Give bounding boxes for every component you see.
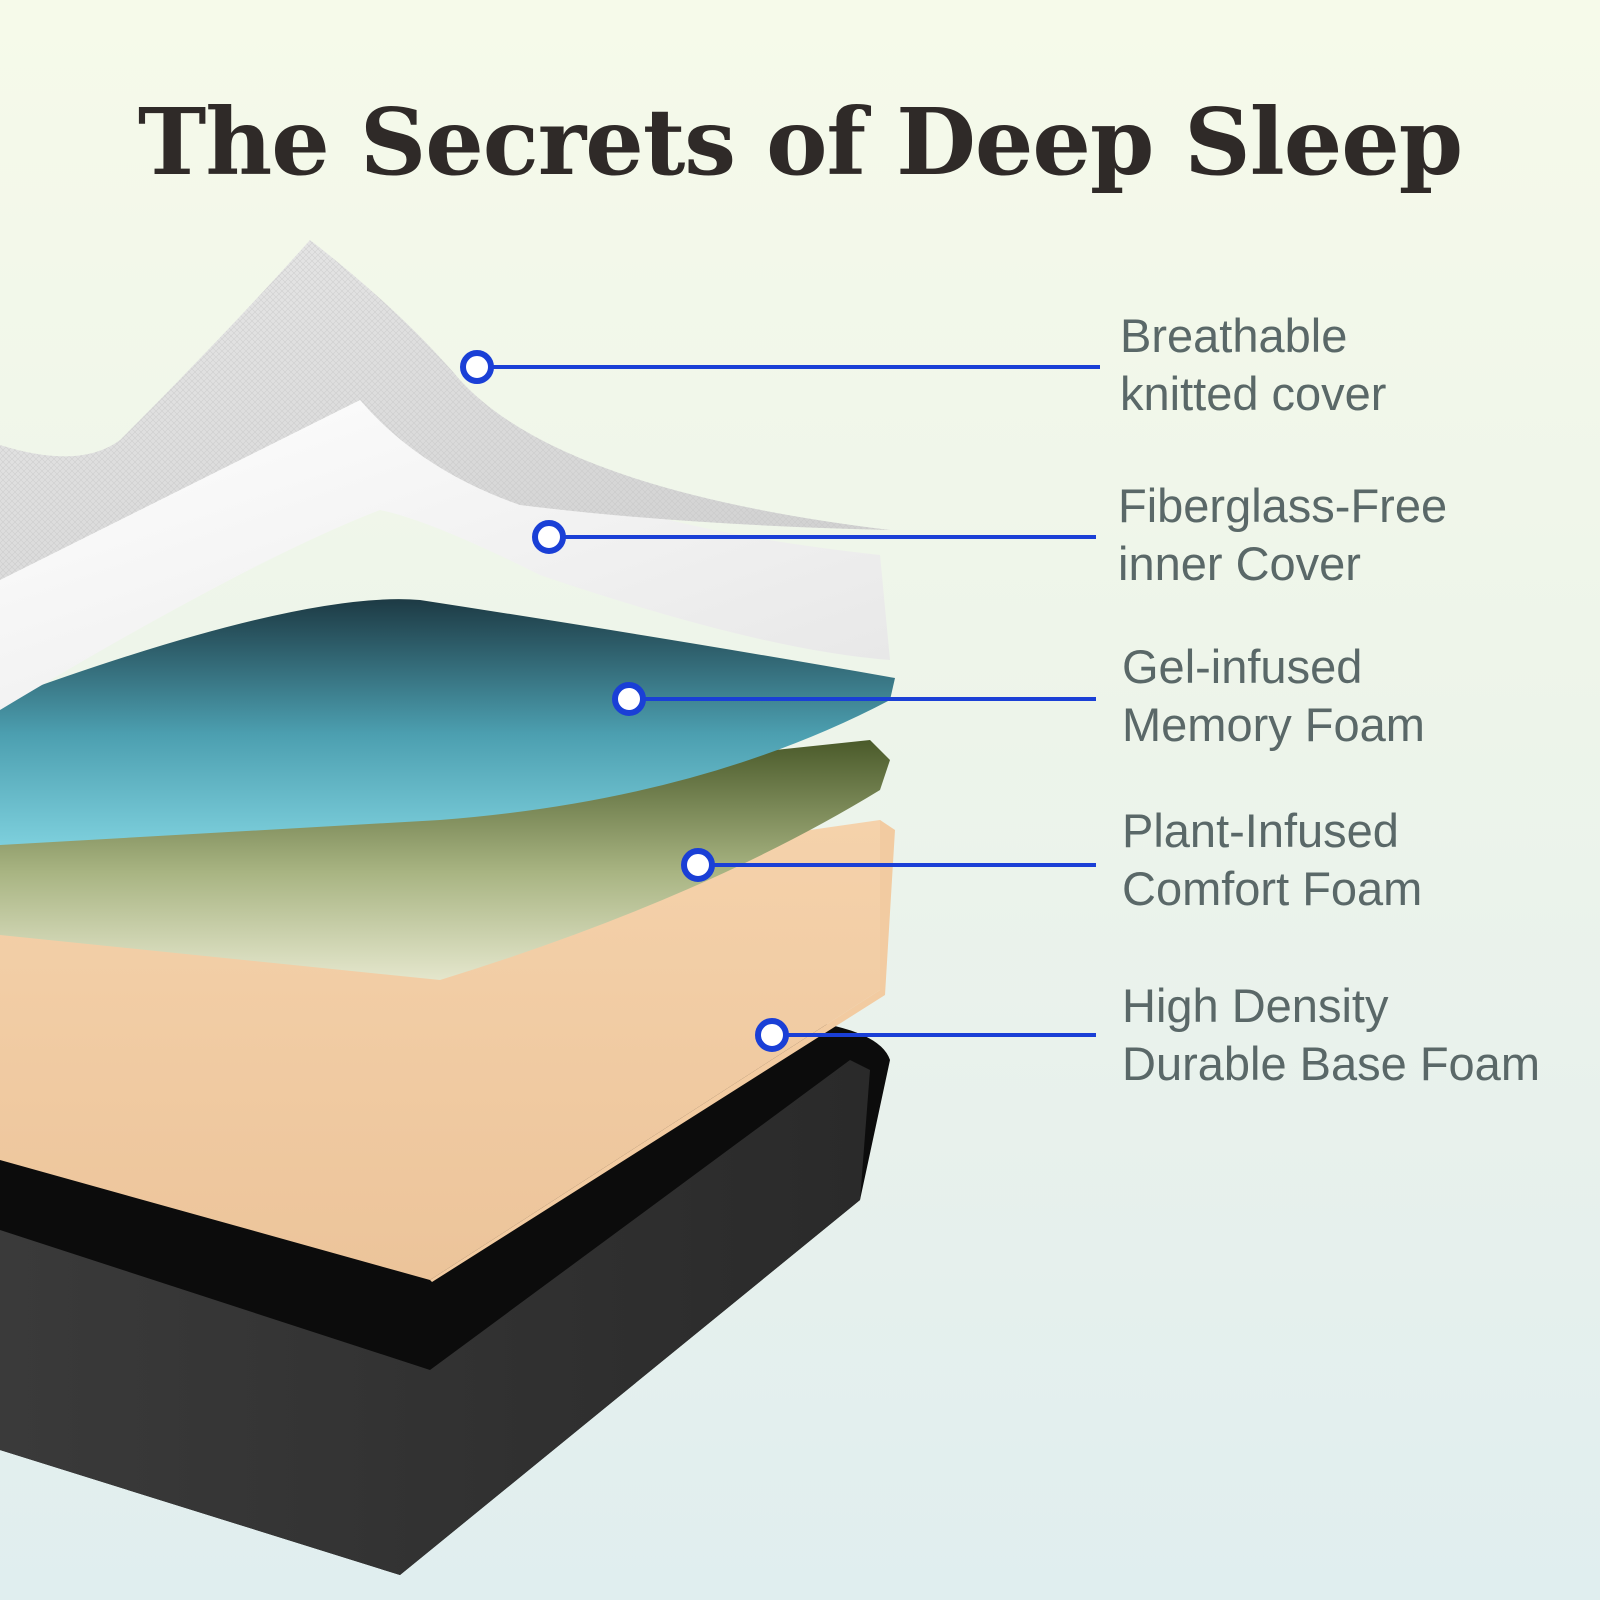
callout-dot-knitted-cover (460, 350, 494, 384)
label-memory-foam-line1: Gel-infused (1122, 640, 1363, 693)
label-comfort-foam-line1: Plant-Infused (1122, 804, 1399, 857)
memory-foam-layer (0, 599, 895, 845)
label-knitted-cover-line2: knitted cover (1120, 367, 1387, 420)
comfort-foam-layer (0, 740, 890, 980)
label-comfort-foam: Plant-Infused Comfort Foam (1122, 802, 1422, 918)
label-base-foam-line1: High Density (1122, 979, 1389, 1032)
label-inner-cover-line1: Fiberglass-Free (1118, 479, 1448, 532)
label-inner-cover: Fiberglass-Free inner Cover (1118, 477, 1447, 593)
callout-dot-memory-foam (612, 682, 646, 716)
label-inner-cover-line2: inner Cover (1118, 537, 1361, 590)
callout-dot-inner-cover (532, 520, 566, 554)
label-knitted-cover-line1: Breathable (1120, 309, 1348, 362)
callout-dot-comfort-foam (681, 848, 715, 882)
label-base-foam: High Density Durable Base Foam (1122, 977, 1540, 1093)
label-comfort-foam-line2: Comfort Foam (1122, 862, 1423, 915)
label-base-foam-line2: Durable Base Foam (1122, 1037, 1540, 1090)
callout-dot-base-foam (755, 1018, 789, 1052)
knitted-cover-layer (0, 240, 890, 580)
label-knitted-cover: Breathable knitted cover (1120, 307, 1386, 423)
label-memory-foam-line2: Memory Foam (1122, 698, 1425, 751)
callout-lines (460, 350, 1100, 1052)
label-memory-foam: Gel-infused Memory Foam (1122, 638, 1425, 754)
inner-cover-layer (0, 398, 890, 710)
page-title: The Secrets of Deep Sleep (137, 88, 1463, 196)
